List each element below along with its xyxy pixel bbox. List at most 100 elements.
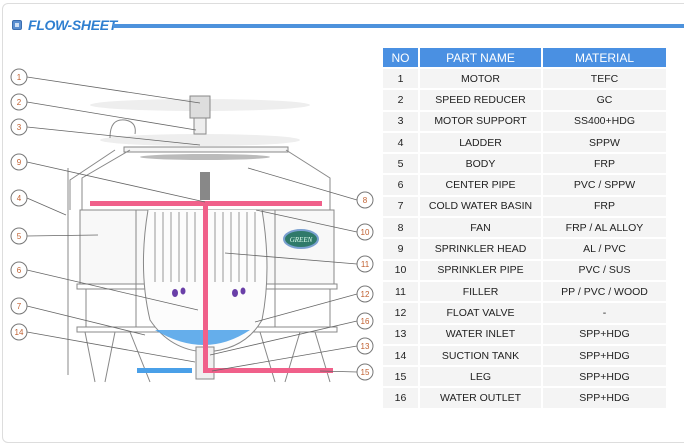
callout-circle <box>356 191 374 209</box>
cell-part-name: FILLER <box>420 281 541 302</box>
water-basin <box>155 330 250 345</box>
leader-line <box>26 269 199 311</box>
callout-number: 13 <box>361 342 370 351</box>
callout-number: 9 <box>17 158 22 167</box>
leader-line <box>26 101 197 131</box>
leader-line <box>255 209 358 233</box>
cell-no: 15 <box>383 367 418 387</box>
callout-number: 11 <box>361 260 370 269</box>
cell-no: 3 <box>383 111 418 131</box>
leader-line <box>211 345 358 372</box>
callout-number: 7 <box>17 302 22 311</box>
cell-material: PVC / SPPW <box>543 175 666 195</box>
cell-no: 5 <box>383 154 418 174</box>
cell-part-name: BODY <box>420 154 541 174</box>
cell-material: FRP / AL ALLOY <box>543 218 666 238</box>
col-header-no: NO <box>383 48 418 67</box>
cell-material: SPP+HDG <box>543 367 666 387</box>
water-drops <box>172 287 246 297</box>
cell-part-name: FAN <box>420 218 541 238</box>
callout-circle <box>10 323 28 341</box>
cell-no: 7 <box>383 196 418 217</box>
callout-number: 12 <box>361 290 370 299</box>
brand-logo <box>283 229 319 249</box>
callout-number: 15 <box>361 368 370 377</box>
cell-part-name: LADDER <box>420 132 541 153</box>
cell-no: 13 <box>383 324 418 344</box>
cell-no: 2 <box>383 90 418 110</box>
callout-number: 8 <box>363 196 368 205</box>
cell-part-name: MOTOR <box>420 69 541 89</box>
callout-number: 5 <box>17 232 22 241</box>
callout-circle <box>356 255 374 273</box>
leader-line <box>26 76 201 104</box>
callout-number: 10 <box>361 228 370 237</box>
callout-number: 16 <box>361 317 370 326</box>
leader-line <box>26 197 67 216</box>
leader-line <box>254 293 358 323</box>
header-rule <box>113 24 684 28</box>
callout-circle <box>356 285 374 303</box>
inlet-pipe <box>208 368 333 373</box>
cell-part-name: SUCTION TANK <box>420 345 541 366</box>
leader-line <box>247 167 358 201</box>
cell-material: PP / PVC / WOOD <box>543 281 666 302</box>
cell-material: SPP+HDG <box>543 388 666 408</box>
cell-part-name: SPRINKLER HEAD <box>420 239 541 259</box>
callout-number: 3 <box>17 123 22 132</box>
cell-part-name: COLD WATER BASIN <box>420 196 541 217</box>
cell-no: 9 <box>383 239 418 259</box>
callout-circle <box>356 363 374 381</box>
cell-part-name: SPRINKLER PIPE <box>420 260 541 280</box>
callout-number: 6 <box>17 266 22 275</box>
cell-material: SPP+HDG <box>543 324 666 344</box>
center-pipe <box>203 203 208 373</box>
cell-material: - <box>543 303 666 323</box>
callout-number: 2 <box>17 98 22 107</box>
callout-circle <box>10 227 28 245</box>
cell-part-name: MOTOR SUPPORT <box>420 111 541 131</box>
cell-part-name: WATER OUTLET <box>420 388 541 408</box>
callout-circle <box>10 118 28 136</box>
cell-no: 12 <box>383 303 418 323</box>
cell-material: FRP <box>543 196 666 217</box>
leader-line <box>26 234 99 237</box>
cell-material: SS400+HDG <box>543 111 666 131</box>
callout-number: 1 <box>17 73 22 82</box>
col-header-part-name: PART NAME <box>420 48 541 67</box>
cell-material: PVC / SUS <box>543 260 666 280</box>
col-header-material: MATERIAL <box>543 48 666 67</box>
cell-no: 16 <box>383 388 418 408</box>
cell-material: GC <box>543 90 666 110</box>
sprinkler-head <box>200 172 210 200</box>
callout-number: 14 <box>15 328 24 337</box>
callout-circle <box>356 223 374 241</box>
leader-line <box>26 331 196 363</box>
callout-number: 4 <box>17 194 22 203</box>
cell-material: TEFC <box>543 69 666 89</box>
flow-sheet-icon <box>12 20 22 30</box>
callout-circle <box>10 261 28 279</box>
callout-circle <box>10 297 28 315</box>
cell-no: 6 <box>383 175 418 195</box>
leader-line <box>319 370 358 373</box>
cell-part-name: WATER INLET <box>420 324 541 344</box>
leader-line <box>26 161 206 203</box>
callout-circle <box>10 153 28 171</box>
leader-line <box>209 320 358 356</box>
cell-no: 10 <box>383 260 418 280</box>
leader-line <box>26 305 146 336</box>
